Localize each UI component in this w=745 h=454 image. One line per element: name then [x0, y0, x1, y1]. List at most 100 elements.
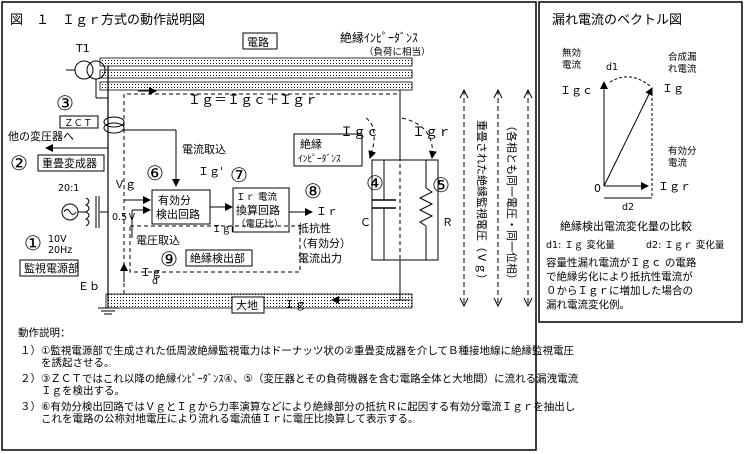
to-other-transformer-label: 他の変圧器へ	[8, 129, 74, 143]
earth-label: 大地	[236, 298, 258, 312]
num-6: ⑥	[146, 161, 164, 185]
active-line1: 有効分	[668, 145, 697, 157]
active-detect-line1: 有効分	[158, 193, 191, 207]
impedance-frame	[371, 159, 439, 261]
ig-equation: Ｉｇ＝Ｉｇｃ＋Ｉｇｒ	[188, 93, 318, 108]
insul-box-line2: ｲﾝﾋﾟｰﾀﾞﾝｽ	[298, 154, 341, 165]
c-label: Ｃ	[360, 216, 371, 229]
v05-label: 0.5Ｖ	[112, 212, 137, 223]
num-3: ③	[56, 91, 74, 115]
d2-label: d2	[622, 202, 634, 213]
circuit-line-1	[99, 57, 413, 67]
res-line2: （有効分）	[296, 236, 351, 250]
zct-label: ＺＣＴ	[64, 118, 93, 129]
source-voltage: 10V	[48, 234, 67, 245]
reactive-line2: 電流	[562, 59, 582, 71]
earth-label-box	[231, 296, 265, 314]
ig-prime-label: Ｉｇ'	[198, 165, 223, 178]
t1-label: T1	[75, 42, 90, 55]
insulation-box	[293, 133, 363, 167]
combined-line1: 合成漏	[668, 51, 697, 63]
combined-line2: れ電流	[668, 63, 697, 75]
explanation-line-6: これを電路の公称対地電圧により流れる電流値Ｉｒに電圧比換算して表示する。	[20, 412, 418, 425]
load-equiv-label: （負荷に相当）	[364, 46, 431, 58]
active-detect-line2: 検出回路	[156, 207, 200, 221]
d1-label: d1	[606, 62, 618, 73]
eb-label: Ｅｂ	[78, 280, 100, 293]
ground-symbol-right	[390, 294, 410, 301]
vector-title: 漏れ電流のベクトル図	[552, 12, 682, 28]
circuit-label-box	[242, 32, 278, 50]
ir-conv-line1: Ｉｒ 電流	[236, 191, 278, 203]
ig-vector-label: Ｉｇ	[662, 82, 684, 95]
num-2: ②	[10, 151, 28, 175]
ratio-label: 20:1	[58, 183, 79, 194]
vector-note-4: 漏れ電流変化例。	[546, 298, 630, 311]
r-label: Ｒ	[442, 216, 453, 229]
num-8: ⑧	[304, 179, 322, 203]
igc-vector-label: Ｉｇｃ	[560, 84, 593, 97]
zct-core	[103, 116, 125, 128]
insul-detect-label: 絶縁検出部	[190, 251, 245, 265]
figure-title: 図 １ Ｉｇｒ方式の動作説明図	[10, 12, 205, 28]
resistor-symbol	[418, 187, 434, 227]
overlap-transformer-box	[37, 154, 105, 172]
overlap-transformer-label: 重畳変成器	[42, 156, 97, 170]
change-title: 絶縁検出電流変化量の比較	[560, 219, 692, 233]
igr-vector-label: Ｉｇｒ	[658, 180, 691, 193]
num-1: ①	[24, 231, 42, 255]
num-9: ⑨	[160, 247, 178, 271]
circuit-line-2	[99, 69, 413, 79]
ig-earth-label: Ｉｇ	[284, 298, 306, 311]
insulation-impedance-label: 絶縁ｲﾝﾋﾟｰﾀﾞﾝｽ	[340, 30, 418, 45]
res-line3: 電流出力	[298, 251, 342, 265]
num-7: ⑦	[230, 163, 248, 187]
reactive-line1: 無効	[562, 47, 581, 59]
insul-box-line1: 絶縁	[300, 137, 322, 151]
num-4: ④	[366, 171, 384, 195]
explanation-line-1: １）①監視電源部で生成された低周波絶縁監視電力はドーナッツ状の②重畳変成器を介し…	[20, 344, 575, 357]
igd-label: Ｉｇ	[140, 266, 162, 279]
explanation-line-5: ３）⑥有効分検出回路ではＶｇとＩｇから力率演算などにより絶縁部分の抵抗Ｒに起因す…	[20, 400, 575, 413]
monitor-power-label: 監視電源部	[24, 261, 79, 275]
igr-prime-label: Ｉｇr'	[212, 224, 238, 235]
vg-label: Ｖｇ	[114, 178, 136, 191]
legend-d2: d2: Ｉｇｒ 変化量	[646, 239, 725, 251]
explanation-line-2: を誘起させる。	[20, 356, 115, 369]
explanation-heading: 動作説明：	[18, 326, 71, 339]
insul-detect-box	[185, 249, 253, 267]
current-take-label: 電流取込	[182, 142, 226, 156]
active-detect-box	[151, 189, 211, 225]
coupling-coil	[85, 197, 90, 227]
explanation-line-4: Ｉｇを検出する。	[20, 384, 125, 397]
ir-conversion-box	[232, 187, 290, 233]
zct-box	[59, 115, 99, 129]
origin-label: 0	[594, 182, 601, 195]
igc-label: Ｉｇｃ	[340, 125, 379, 140]
igr-label: Ｉｇｒ	[412, 125, 451, 140]
vertical-label-2: （各相とも同一電圧・同一位相）	[505, 120, 519, 285]
num-5: ⑤	[432, 173, 450, 197]
explanation-line-3: ２）③ＺＣＴではこれ以降の絶縁ｲﾝﾋﾟｰﾀﾞﾝｽ④、⑤（変圧器とその負荷機器を含…	[20, 372, 579, 385]
ir-label: Ｉｒ	[316, 205, 338, 218]
leakage-loop	[123, 93, 401, 294]
igd-sub: d	[152, 276, 158, 287]
vector-frame	[538, 1, 743, 323]
monitor-power-box	[19, 259, 79, 277]
ground-symbol-left	[98, 300, 118, 315]
legend-d1: d1: Ｉｇ 変化量	[546, 239, 615, 251]
ir-conv-line3: （電圧比）	[236, 218, 284, 230]
ig-vector	[603, 87, 653, 187]
active-line2: 電流	[668, 157, 688, 169]
voltage-take-label: 電圧取込	[136, 234, 180, 247]
res-line1: 抵抗性	[298, 221, 331, 235]
d1-arc	[609, 76, 651, 87]
ir-conv-line2: 換算回路	[236, 203, 280, 217]
vector-note-3: ０からＩｇｒに増加した場合の	[546, 284, 693, 297]
circuit-label: 電路	[247, 36, 269, 49]
circuit-line-3	[99, 81, 413, 91]
vector-note-2: で絶縁劣化により抵抗性電流が	[546, 270, 693, 283]
vertical-label-1: 重畳された絶縁監視電圧（Ｖｇ）	[475, 120, 489, 285]
